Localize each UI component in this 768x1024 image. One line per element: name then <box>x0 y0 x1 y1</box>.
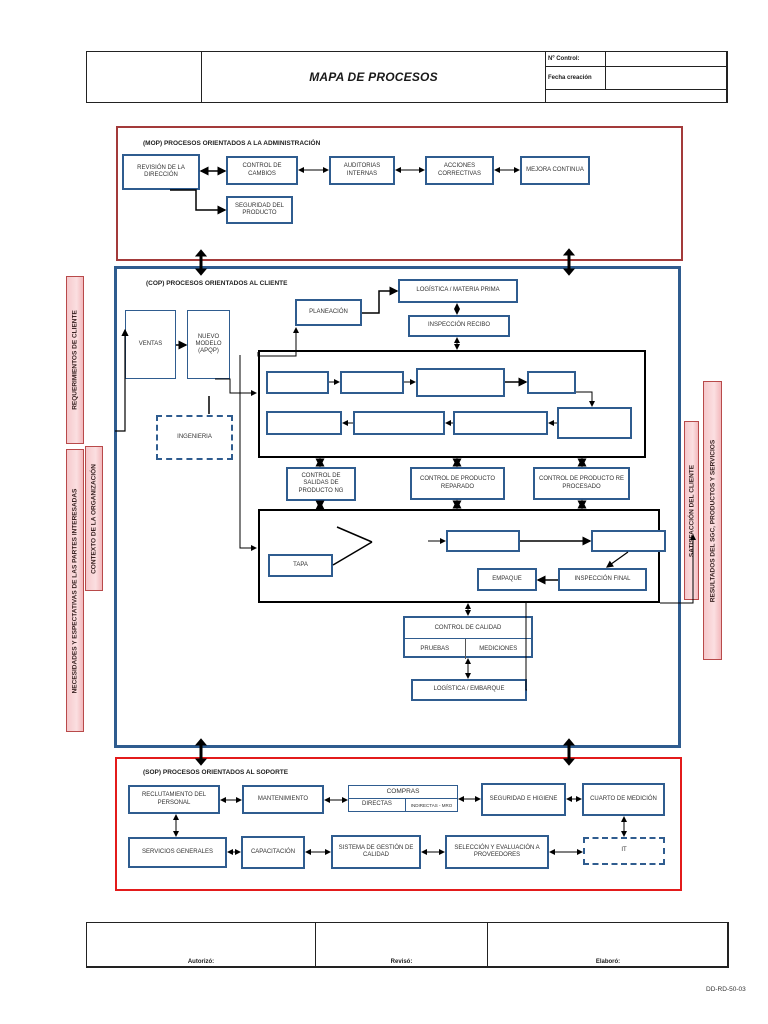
elaboro-label: Elaboró: <box>595 959 621 965</box>
directas-label[interactable]: DIRECTAS <box>349 799 406 812</box>
side-satisfaccion: SATISFACCIÓN DEL CLIENTE <box>684 421 699 600</box>
box-acciones-correctivas[interactable]: ACCIONES CORRECTIVAS <box>425 156 494 185</box>
box-servicios-generales[interactable]: SERVICIOS GENERALES <box>128 837 227 868</box>
process-step-7[interactable] <box>353 411 445 435</box>
side-necesidades: NECESIDADES Y ESPECTATIVAS DE LAS PARTES… <box>66 449 84 732</box>
box-mantenimiento[interactable]: MANTENIMIENTO <box>242 785 324 814</box>
blank-cell <box>545 89 728 103</box>
side-resultados: RESULTADOS DEL SGC, PRODUCTOS Y SERVICIO… <box>703 381 722 660</box>
process-step-6[interactable] <box>453 411 548 435</box>
cop-frame <box>114 266 681 748</box>
cop-title: (COP) PROCESOS ORIENTADOS AL CLIENTE <box>146 280 288 287</box>
mop-title: (MOP) PROCESOS ORIENTADOS A LA ADMINISTR… <box>143 140 321 147</box>
process-step-8[interactable] <box>266 411 342 435</box>
assembly-step-1[interactable] <box>446 530 520 552</box>
reviso-cell[interactable]: Revisó: <box>315 922 488 968</box>
box-control-calidad: CONTROL DE CALIDAD PRUEBAS MEDICIONES <box>403 616 533 659</box>
process-step-5[interactable] <box>557 407 632 439</box>
fecha-label: Fecha creación <box>545 66 606 90</box>
box-compras: COMPRAS DIRECTAS INDIRECTAS - MRO <box>348 785 458 812</box>
title-cell: MAPA DE PROCESOS <box>201 51 546 103</box>
box-seleccion-proveedores[interactable]: SELECCIÓN Y EVALUACIÓN A PROVEEDORES <box>445 835 549 869</box>
autorizo-cell[interactable]: Autorizó: <box>86 922 316 968</box>
box-mejora-continua[interactable]: MEJORA CONTINUA <box>520 156 590 185</box>
box-seguridad-higiene[interactable]: SEGURIDAD E HIGIENE <box>481 783 566 816</box>
box-auditorias-internas[interactable]: AUDITORIAS INTERNAS <box>329 156 395 185</box>
page-title: MAPA DE PROCESOS <box>309 70 438 84</box>
mop-frame <box>116 126 683 261</box>
document-code: DD-RD-50-03 <box>706 986 746 993</box>
box-logistica-embarque[interactable]: LOGÍSTICA / EMBARQUE <box>411 679 527 701</box>
autorizo-label: Autorizó: <box>187 959 215 965</box>
box-capacitacion[interactable]: CAPACITACIÓN <box>241 836 305 869</box>
box-cuarto-medicion[interactable]: CUARTO DE MEDICIÓN <box>582 783 665 816</box>
pruebas-label[interactable]: PRUEBAS <box>405 639 466 659</box>
mediciones-label[interactable]: MEDICIONES <box>479 646 518 652</box>
box-seguridad-producto[interactable]: SEGURIDAD DEL PRODUCTO <box>226 196 293 224</box>
box-control-reprocesado[interactable]: CONTROL DE PRODUCTO RE PROCESADO <box>533 467 630 500</box>
box-sgc[interactable]: SISTEMA DE GESTIÓN DE CALIDAD <box>331 835 421 869</box>
compras-label[interactable]: COMPRAS <box>349 786 457 799</box>
box-reclutamiento[interactable]: RECLUTAMIENTO DEL PERSONAL <box>128 785 220 814</box>
box-inspeccion-final[interactable]: INSPECCIÓN FINAL <box>558 568 647 591</box>
box-revision-direccion[interactable]: REVISIÓN DE LA DIRECCIÓN <box>122 154 200 190</box>
assembly-block <box>258 509 660 603</box>
control-calidad-label[interactable]: CONTROL DE CALIDAD <box>405 618 531 639</box>
box-it[interactable]: IT <box>583 837 665 865</box>
control-label: Nº Control: <box>545 51 606 67</box>
process-step-3[interactable] <box>416 368 505 397</box>
reviso-label: Revisó: <box>390 959 413 965</box>
assembly-step-2[interactable] <box>591 530 666 552</box>
box-inspeccion-recibo[interactable]: INSPECCIÓN RECIBO <box>408 315 510 337</box>
sop-title: (SOP) PROCESOS ORIENTADOS AL SOPORTE <box>143 769 289 776</box>
process-step-2[interactable] <box>340 371 404 394</box>
logo-cell <box>86 51 202 103</box>
indirectas-label[interactable]: INDIRECTAS - MRO <box>410 803 453 808</box>
fecha-value[interactable] <box>605 66 728 90</box>
box-empaque[interactable]: EMPAQUE <box>477 568 537 591</box>
process-step-1[interactable] <box>266 371 329 394</box>
box-logistica-materia-prima[interactable]: LOGÍSTICA / MATERIA PRIMA <box>398 279 518 303</box>
signature-table: Autorizó: Revisó: Elaboró: <box>86 922 729 968</box>
box-planeacion[interactable]: PLANEACIÓN <box>295 299 362 326</box>
production-block <box>258 350 646 458</box>
box-tapa[interactable]: TAPA <box>268 554 333 577</box>
box-control-reparado[interactable]: CONTROL DE PRODUCTO REPARADO <box>410 467 505 500</box>
box-control-salidas-ng[interactable]: CONTROL DE SALIDAS DE PRODUCTO NG <box>286 467 356 501</box>
box-ingenieria[interactable]: INGENIERIA <box>156 415 233 460</box>
header-table: MAPA DE PROCESOS Nº Control: Fecha creac… <box>86 51 728 103</box>
box-control-cambios[interactable]: CONTROL DE CAMBIOS <box>226 156 298 185</box>
side-contexto: CONTEXTO DE LA ORGANIZACIÓN <box>85 446 103 591</box>
sop-frame <box>115 757 682 891</box>
box-ventas[interactable]: VENTAS <box>125 310 176 379</box>
elaboro-cell[interactable]: Elaboró: <box>487 922 729 968</box>
process-step-4[interactable] <box>527 371 576 394</box>
side-requerimientos: REQUERIMIENTOS DE CLIENTE <box>66 276 84 444</box>
box-nuevo-modelo[interactable]: NUEVO MODELO (APQP) <box>187 310 230 379</box>
control-value[interactable] <box>605 51 728 67</box>
